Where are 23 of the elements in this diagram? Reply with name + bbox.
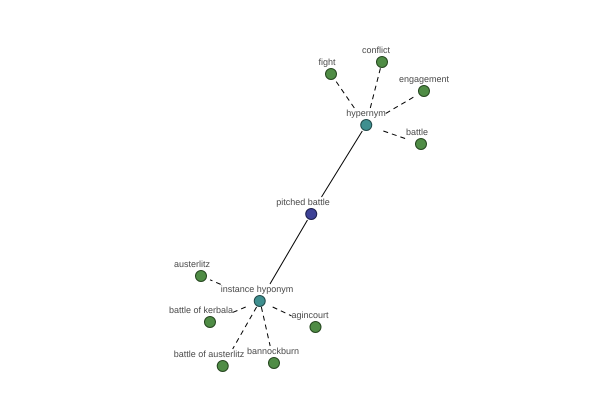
node-label: instance hyponym: [220, 284, 294, 294]
dashed-connector-line: [260, 306, 271, 346]
node-label: battle: [406, 127, 428, 137]
dashed-connector-line: [232, 306, 258, 350]
node-label: battle of kerbala: [168, 305, 234, 315]
node-label: bannockburn: [246, 346, 300, 356]
dashed-connector-line: [385, 96, 414, 114]
node-label: conflict: [362, 45, 390, 55]
connector-line: [269, 220, 308, 284]
dashed-connector-line: [382, 130, 406, 140]
connector-line: [321, 130, 363, 198]
node-label: engagement: [398, 74, 450, 84]
dashed-connector-line: [370, 68, 381, 108]
node-label: pitched battle: [276, 197, 330, 207]
dashed-connector-line: [272, 306, 292, 316]
node-label: hypernym: [346, 108, 386, 118]
dashed-connector-line: [334, 80, 355, 108]
node-label: fight: [318, 57, 336, 67]
node-label: battle of austerlitz: [174, 349, 244, 359]
dashed-connector-line: [232, 306, 246, 313]
node-label: agincourt: [291, 310, 329, 320]
node-label: austerlitz: [174, 259, 210, 269]
dashed-connector-line: [210, 279, 222, 285]
